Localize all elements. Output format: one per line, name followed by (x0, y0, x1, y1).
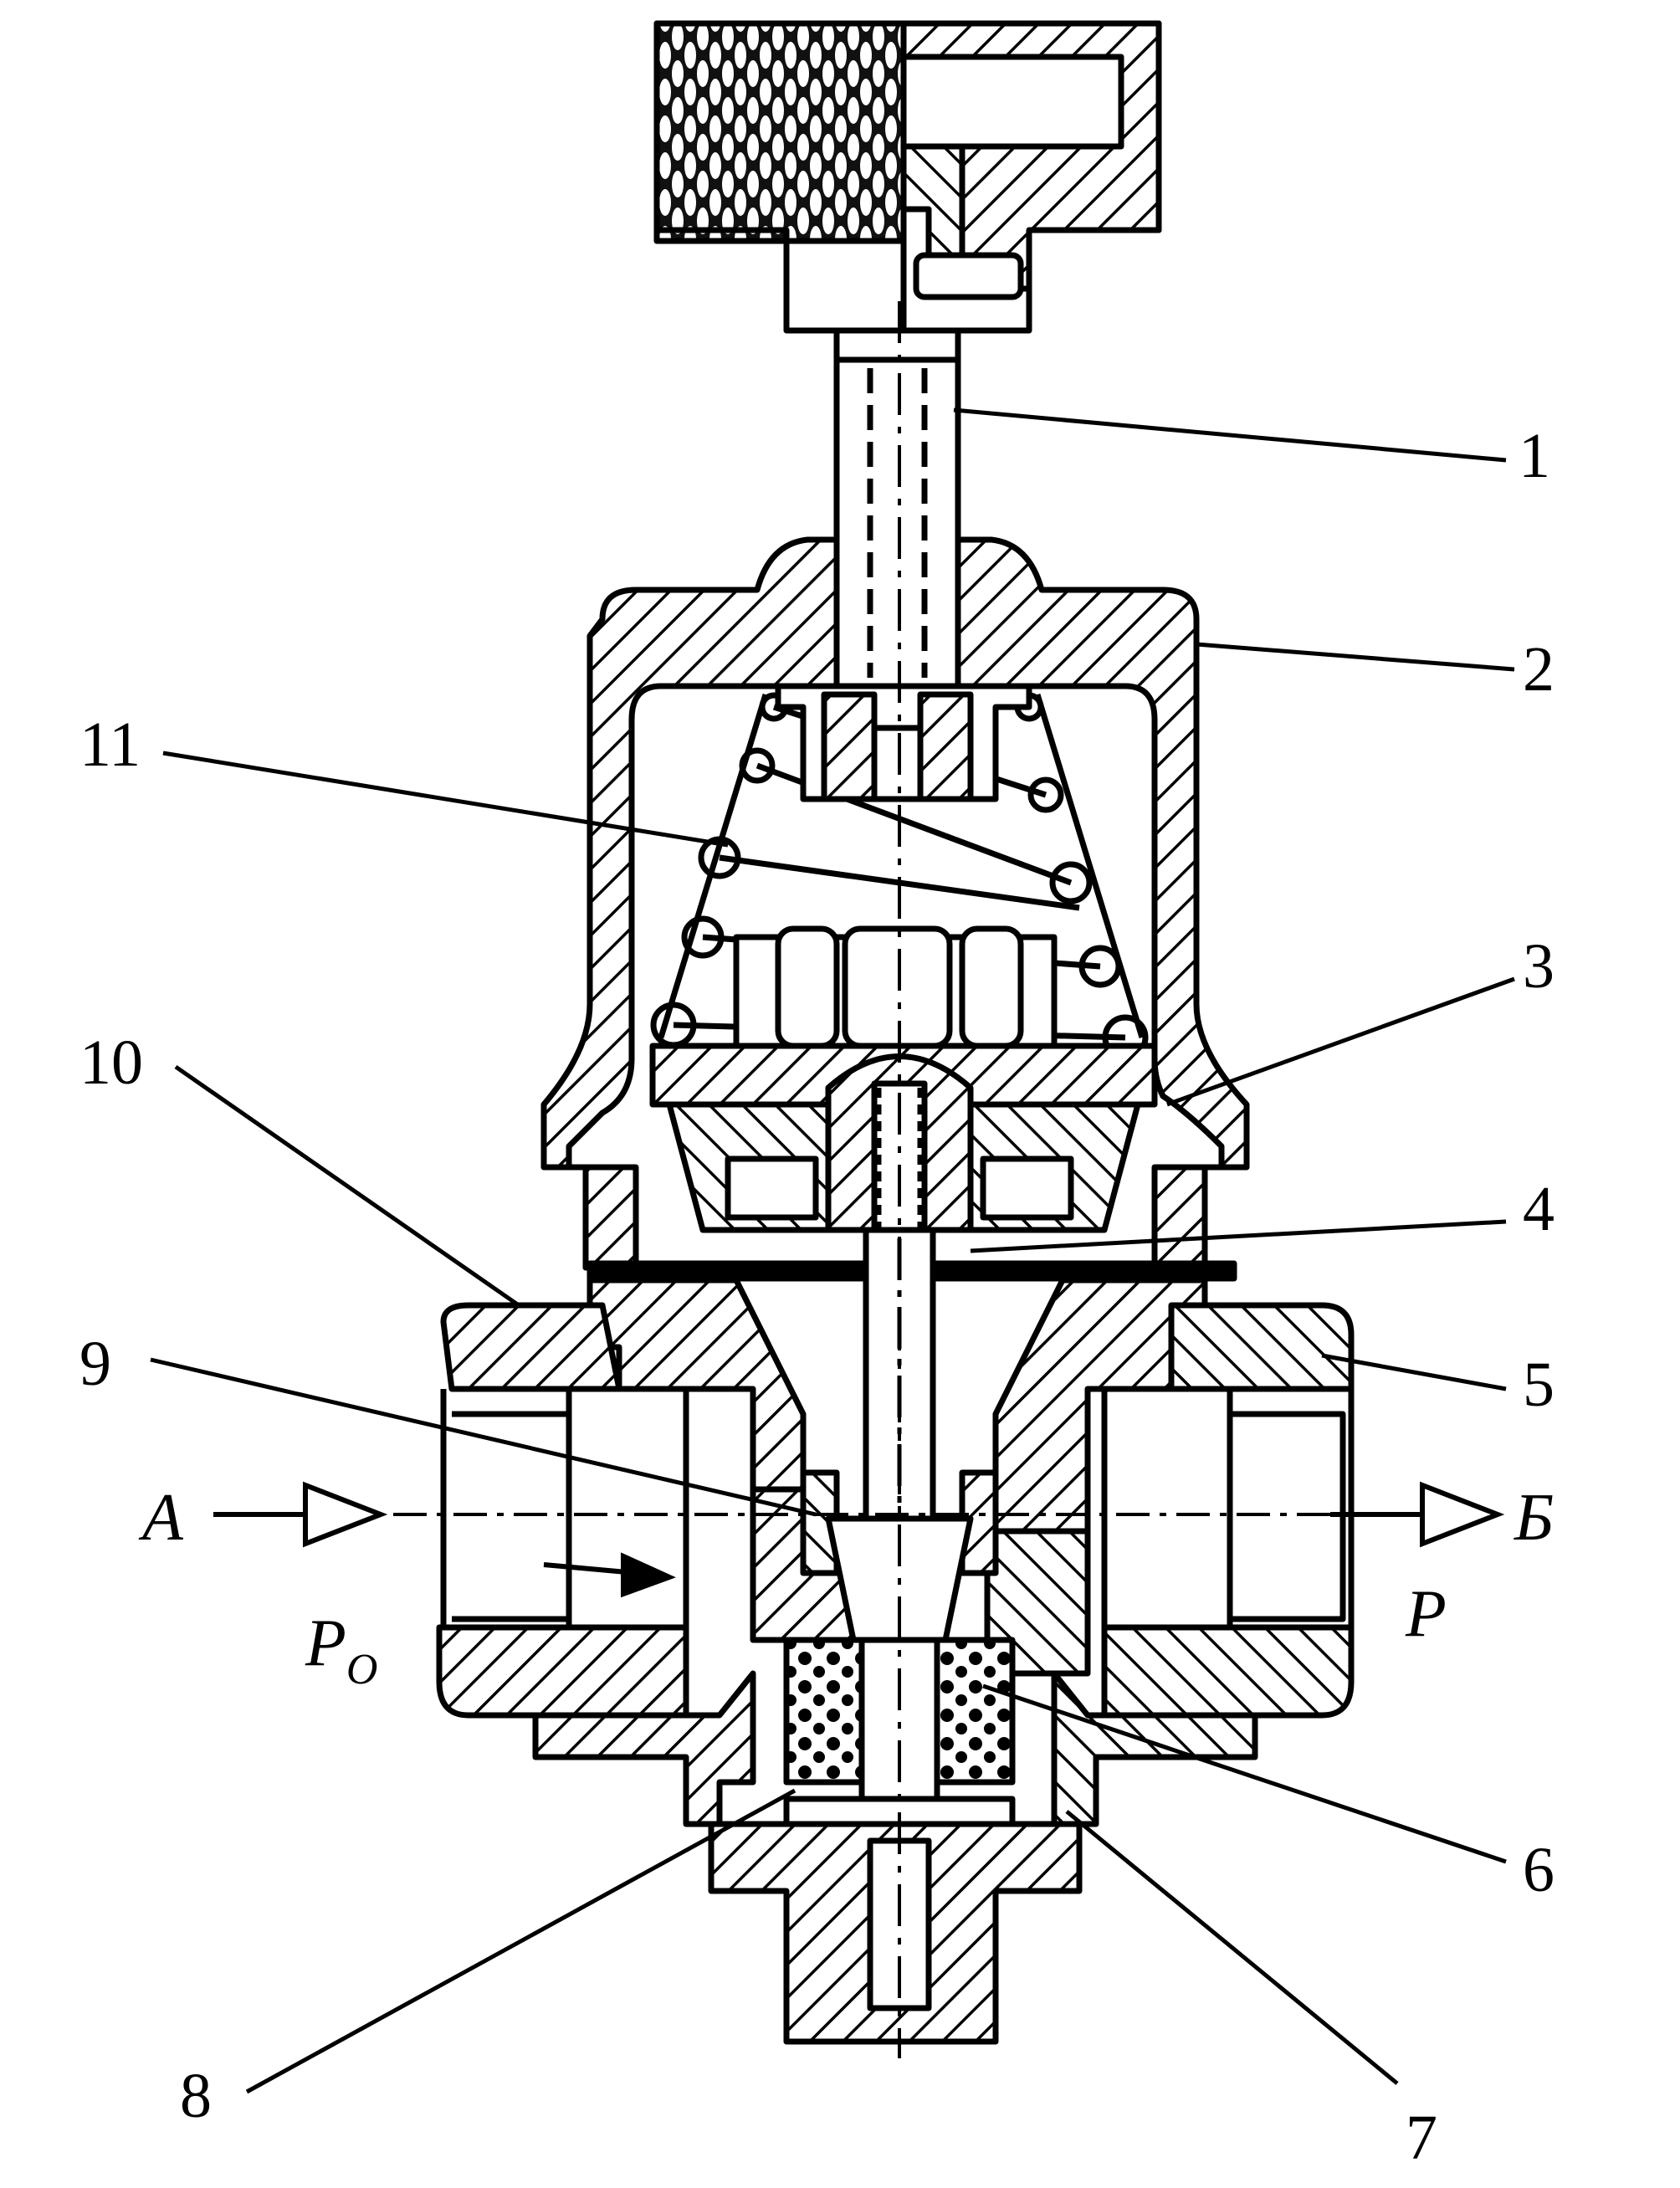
piston-assembly (649, 925, 1158, 1233)
adjusting-knob (653, 20, 1162, 334)
adjusting-screw (833, 331, 961, 689)
flow-labels: А Б PO P (138, 1481, 1554, 1694)
upper-spring-seat (775, 683, 1032, 802)
part-label-6: 6 (1523, 1835, 1555, 1905)
part-label-10: 10 (79, 1027, 143, 1098)
part-label-1: 1 (1519, 421, 1550, 491)
flow-arrows (213, 1481, 1505, 1598)
outlet-pressure-label: P (1405, 1577, 1447, 1651)
bonnet (540, 536, 1250, 1271)
part-label-11: 11 (79, 710, 141, 780)
part-label-7: 7 (1406, 2103, 1437, 2173)
outlet-port-label: Б (1514, 1481, 1554, 1555)
part-label-4: 4 (1523, 1174, 1555, 1244)
bottom-cap (532, 1637, 1258, 2045)
inlet-port-label: А (138, 1481, 184, 1555)
part-label-8: 8 (180, 2061, 212, 2131)
inlet-pressure-label: PO (305, 1606, 377, 1694)
part-label-2: 2 (1523, 634, 1555, 705)
part-label-3: 3 (1523, 931, 1555, 1002)
valve-body (436, 1277, 1355, 1719)
part-label-9: 9 (79, 1329, 111, 1399)
part-labels: 1 2 3 4 5 6 7 8 9 10 11 (79, 421, 1555, 2173)
leader-lines (150, 407, 1515, 2094)
part-label-5: 5 (1523, 1350, 1555, 1420)
